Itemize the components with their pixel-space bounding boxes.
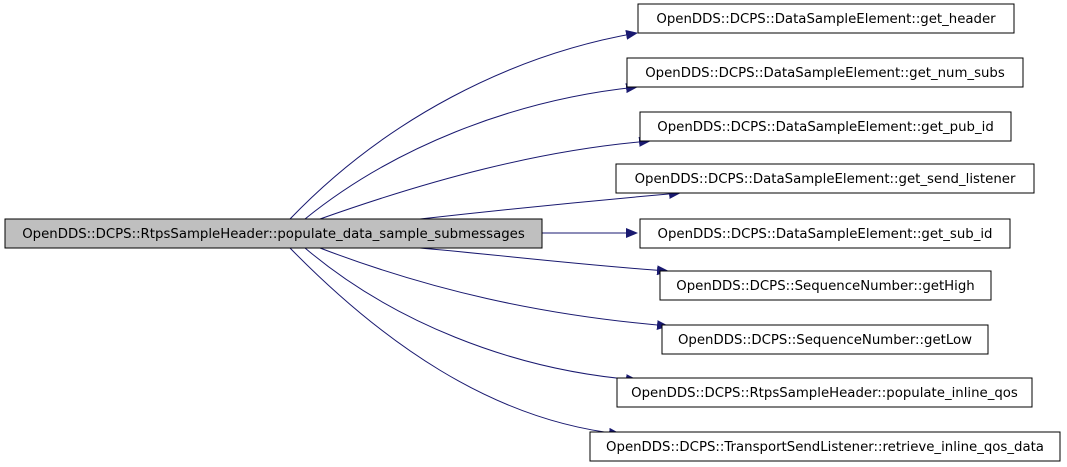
node-box xyxy=(639,111,1012,142)
node-get-send-listener[interactable]: OpenDDS::DCPS::DataSampleElement::get_se… xyxy=(615,163,1035,194)
node-box xyxy=(639,218,1011,249)
node-gethigh[interactable]: OpenDDS::DCPS::SequenceNumber::getHigh xyxy=(659,270,992,301)
node-box xyxy=(615,163,1035,194)
node-label: OpenDDS::DCPS::SequenceNumber::getLow xyxy=(678,333,972,348)
node-getlow[interactable]: OpenDDS::DCPS::SequenceNumber::getLow xyxy=(661,324,989,355)
edge-to-get-num-subs xyxy=(304,83,638,220)
edge-to-get-pub-id xyxy=(319,136,651,220)
node-label: OpenDDS::DCPS::DataSampleElement::get_nu… xyxy=(645,66,1005,81)
edge-to-populate-inline-qos xyxy=(304,247,638,385)
node-box xyxy=(637,3,1015,34)
edges xyxy=(289,29,681,438)
node-label: OpenDDS::DCPS::DataSampleElement::get_he… xyxy=(656,12,996,27)
node-get-header[interactable]: OpenDDS::DCPS::DataSampleElement::get_he… xyxy=(637,3,1015,34)
edge-to-getlow xyxy=(319,247,669,331)
node-box xyxy=(626,57,1024,88)
root-node[interactable]: OpenDDS::DCPS::RtpsSampleHeader::populat… xyxy=(4,218,543,249)
node-get-num-subs[interactable]: OpenDDS::DCPS::DataSampleElement::get_nu… xyxy=(626,57,1024,88)
node-box xyxy=(659,270,992,301)
edge-to-gethigh xyxy=(419,247,669,276)
edge-to-get-send-listener xyxy=(419,188,681,220)
node-box xyxy=(616,377,1033,408)
node-label: OpenDDS::DCPS::DataSampleElement::get_pu… xyxy=(657,120,994,135)
node-get-sub-id[interactable]: OpenDDS::DCPS::DataSampleElement::get_su… xyxy=(639,218,1011,249)
node-box xyxy=(661,324,989,355)
node-label: OpenDDS::DCPS::DataSampleElement::get_su… xyxy=(657,227,992,242)
node-retrieve-inline-qos-data[interactable]: OpenDDS::DCPS::TransportSendListener::re… xyxy=(589,431,1061,462)
root-node-label: OpenDDS::DCPS::RtpsSampleHeader::populat… xyxy=(22,227,525,242)
node-box xyxy=(589,431,1061,462)
node-label: OpenDDS::DCPS::DataSampleElement::get_se… xyxy=(635,172,1016,187)
node-populate-inline-qos[interactable]: OpenDDS::DCPS::RtpsSampleHeader::populat… xyxy=(616,377,1033,408)
root-node-box xyxy=(4,218,543,249)
edge-to-retrieve-inline-qos-data xyxy=(289,247,621,438)
node-label: OpenDDS::DCPS::SequenceNumber::getHigh xyxy=(676,279,974,294)
node-label: OpenDDS::DCPS::RtpsSampleHeader::populat… xyxy=(631,386,1018,401)
node-get-pub-id[interactable]: OpenDDS::DCPS::DataSampleElement::get_pu… xyxy=(639,111,1012,142)
node-label: OpenDDS::DCPS::TransportSendListener::re… xyxy=(606,440,1044,455)
edge-to-get-header xyxy=(289,29,638,220)
